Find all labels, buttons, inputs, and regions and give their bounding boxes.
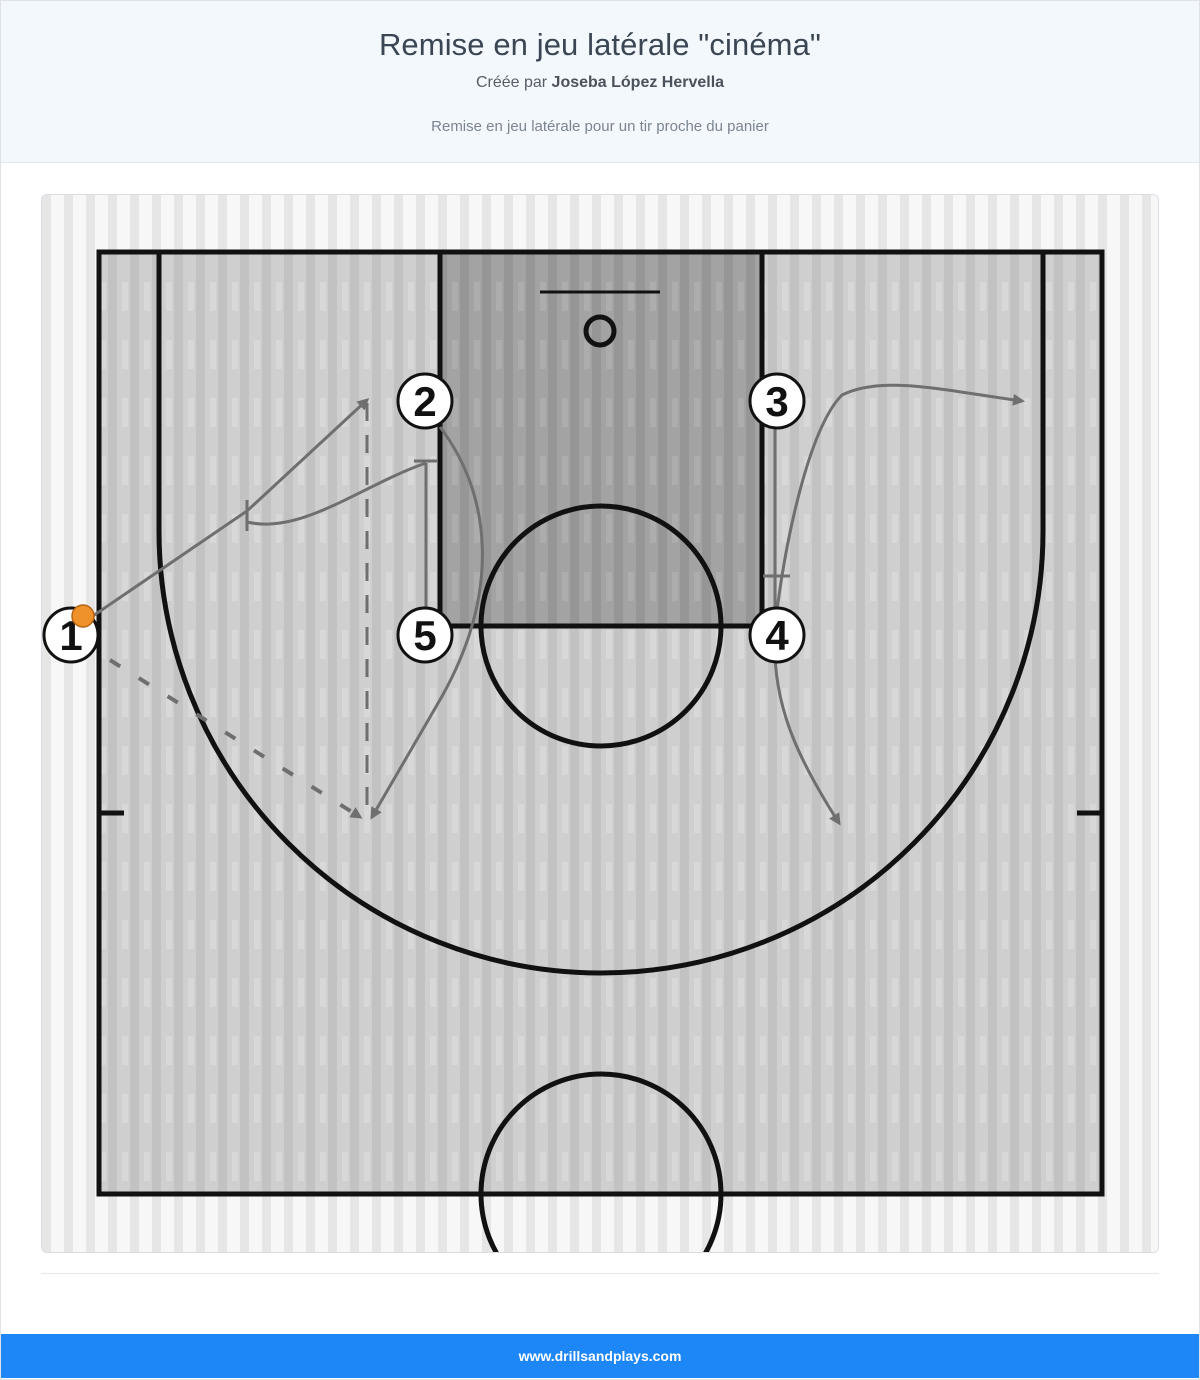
player-2[interactable]: 2 (396, 372, 454, 430)
player-2-label: 2 (413, 378, 436, 425)
cut-player-3 (773, 383, 1025, 627)
player-5-label: 5 (413, 612, 436, 659)
player-5[interactable]: 5 (396, 606, 454, 664)
basket-rim (583, 314, 617, 348)
player-3-label: 3 (765, 378, 788, 425)
site-footer: www.drillsandplays.com (1, 1334, 1199, 1378)
action-lines (86, 383, 1025, 826)
three-point-line (156, 252, 1046, 976)
created-by-label: Créée par (475, 74, 548, 91)
content-divider (41, 1273, 1159, 1274)
court-lines (96, 249, 1105, 1252)
page-header: Remise en jeu latérale "cinéma" Créée pa… (1, 1, 1199, 163)
player-3[interactable]: 3 (748, 372, 806, 430)
player-1[interactable]: 1 (42, 604, 100, 664)
player-4-label: 4 (765, 612, 789, 659)
play-description: Remise en jeu latérale pour un tir proch… (431, 118, 769, 135)
cut-player-4 (773, 654, 841, 826)
page-title: Remise en jeu latérale "cinéma" (378, 27, 822, 62)
cut-player-2 (370, 426, 484, 820)
play-diagram: 1 2 3 5 4 (41, 194, 1159, 1253)
inbound-pass (108, 658, 363, 819)
free-throw-circle (478, 503, 724, 749)
player-4[interactable]: 4 (748, 606, 806, 664)
footer-site-link[interactable]: www.drillsandplays.com (518, 1348, 682, 1364)
basketball-icon (71, 604, 95, 628)
paint-area (440, 252, 762, 626)
center-circle (478, 1071, 724, 1252)
author-line: Créée par Joseba López Hervella (1, 74, 1199, 92)
screen-path (246, 461, 427, 526)
court-boundary (96, 249, 1105, 1197)
court-svg: 1 2 3 5 4 (42, 195, 1158, 1252)
author-name: Joseba López Hervella (551, 74, 725, 91)
